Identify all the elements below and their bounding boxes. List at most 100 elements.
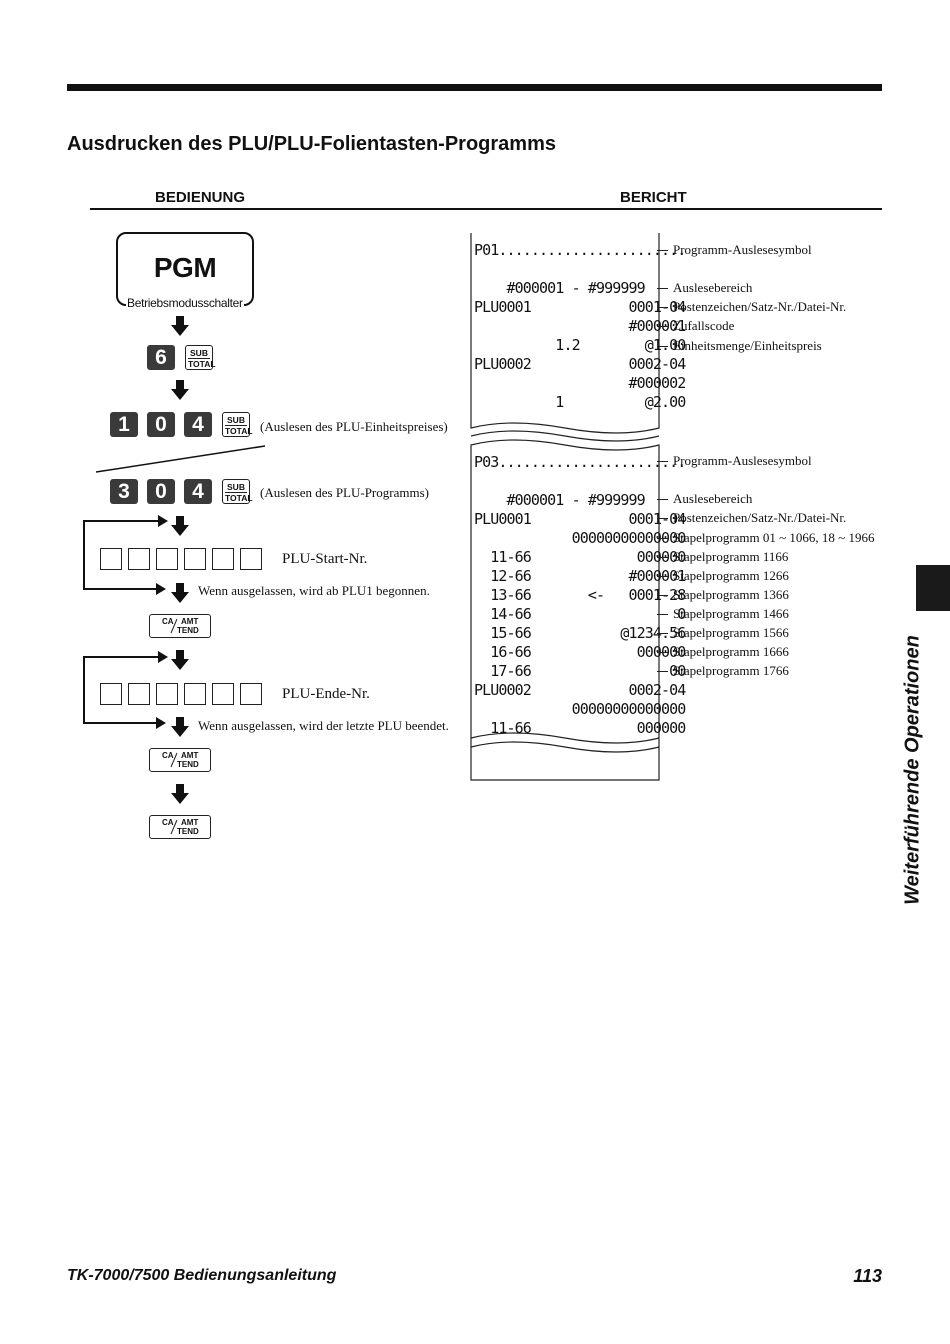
key-0: 0	[147, 479, 175, 504]
leader-line	[657, 652, 668, 653]
mode-switch-box	[116, 232, 254, 306]
subtotal-key: SUB TOTAL	[185, 345, 216, 370]
plu-end-label: PLU-Ende-Nr.	[282, 686, 370, 702]
receipt-line: 11-66 000000	[474, 719, 686, 737]
key-4: 4	[184, 412, 212, 437]
receipt-line: 1 @2.00	[474, 393, 686, 411]
leader-line	[657, 595, 668, 596]
receipt-line: PLU0002 0002-04	[474, 681, 686, 699]
leader-line	[657, 576, 668, 577]
subtotal-key-bottom: TOTAL	[225, 492, 253, 503]
leader-line	[657, 307, 668, 308]
ca-key-amt: AMT	[181, 818, 199, 827]
report-label: Zufallscode	[673, 318, 735, 333]
slash-divider	[170, 819, 178, 835]
ca-key-amt: AMT	[181, 751, 199, 760]
report-label: Stapelprogramm 1466	[673, 606, 789, 621]
mode-switch-label: PGM	[153, 252, 217, 283]
leader-line	[657, 499, 668, 500]
skip-bracket-side	[83, 656, 85, 724]
ca-key-tend: TEND	[177, 760, 199, 769]
key-0: 0	[147, 412, 175, 437]
bracket-arrowhead	[156, 717, 166, 729]
subtotal-key-top: SUB	[190, 348, 208, 358]
ca-amt-tend-key: CA AMT TEND	[149, 748, 211, 772]
down-arrow-icon	[171, 650, 189, 670]
leader-line	[657, 326, 668, 327]
bracket-arrowhead	[158, 515, 168, 527]
report-label: Stapelprogramm 1766	[673, 663, 789, 678]
subtotal-key-bottom: TOTAL	[225, 425, 253, 436]
slash-divider	[170, 752, 178, 768]
report-label: Auslesebereich	[673, 280, 753, 295]
report-label: Einheitsmenge/Einheitspreis	[673, 338, 822, 353]
down-arrow-icon	[171, 316, 189, 336]
key-3: 3	[110, 479, 138, 504]
report-label: Stapelprogramm 1366	[673, 587, 789, 602]
bracket-arrowhead	[158, 651, 168, 663]
report-label: Stapelprogramm 1666	[673, 644, 789, 659]
skip-bracket-bottom	[83, 588, 163, 590]
ca-key-top: CA	[162, 751, 174, 760]
ca-key-top: CA	[162, 617, 174, 626]
receipt-line: 11-66 000000	[474, 548, 686, 566]
receipt-line: 15-66 @1234.56	[474, 624, 686, 642]
ca-key-tend: TEND	[177, 626, 199, 635]
leader-line	[657, 346, 668, 347]
leader-line	[657, 250, 668, 251]
receipt-line: #000001	[474, 317, 686, 335]
skip-bracket-side	[83, 520, 85, 590]
receipt-line: 12-66 #000001	[474, 567, 686, 585]
subtotal-key-bottom: TOTAL	[188, 358, 216, 369]
slash-divider	[170, 618, 178, 634]
subtotal-key: SUB TOTAL	[222, 479, 253, 504]
leader-line	[657, 518, 668, 519]
ca-amt-tend-key: CA AMT TEND	[149, 614, 211, 638]
key-4: 4	[184, 479, 212, 504]
receipt-line: 17-66 00	[474, 662, 686, 680]
report-label: Postenzeichen/Satz-Nr./Datei-Nr.	[673, 299, 847, 314]
receipt-line: 13-66 <- 0001-28	[474, 586, 686, 604]
report-label: Postenzeichen/Satz-Nr./Datei-Nr.	[673, 510, 847, 525]
receipt-line: PLU0002 0002-04	[474, 355, 686, 373]
receipt-paper	[470, 233, 660, 781]
receipt-line: #000001 - #999999	[474, 491, 646, 509]
mode-switch-caption: Betriebsmodusschalter	[126, 296, 244, 310]
ca-key-tend: TEND	[177, 827, 199, 836]
skip-bracket-bottom	[83, 722, 163, 724]
side-tab-marker	[916, 565, 950, 611]
key-6: 6	[147, 345, 175, 370]
plu-end-input-boxes	[100, 683, 265, 705]
receipt-2: P03....................... #000001 - #99…	[474, 453, 687, 738]
leader-line	[657, 614, 668, 615]
end-skip-note: Wenn ausgelassen, wird der letzte PLU be…	[198, 718, 449, 733]
report-label: Stapelprogramm 1166	[673, 549, 789, 564]
down-arrow-icon	[171, 784, 189, 804]
page-number: 113	[853, 1266, 882, 1286]
note-unit-price: (Auslesen des PLU-Einheitspreises)	[260, 419, 448, 434]
report-label: Stapelprogramm 1566	[673, 625, 789, 640]
ca-key-amt: AMT	[181, 617, 199, 626]
subtotal-key-top: SUB	[227, 415, 245, 425]
report-label: Stapelprogramm 1266	[673, 568, 789, 583]
leader-line	[657, 538, 668, 539]
receipt-line: 14-66 0	[474, 605, 686, 623]
leader-line	[657, 557, 668, 558]
receipt-line: 00000000000000	[474, 529, 687, 547]
subtotal-key: SUB TOTAL	[222, 412, 253, 437]
leader-line	[657, 288, 668, 289]
column-heading-operation: BEDIENUNG	[155, 189, 246, 206]
receipt-line: 00000000000000	[474, 700, 687, 718]
start-skip-note: Wenn ausgelassen, wird ab PLU1 begonnen.	[198, 583, 430, 598]
skip-bracket-top	[83, 520, 163, 522]
skip-bracket-top	[83, 656, 163, 658]
report-label: Stapelprogramm 01 ~ 1066, 18 ~ 1966	[673, 530, 875, 545]
receipt-line: 16-66 000000	[474, 643, 686, 661]
side-tab-label: Weiterführende Operationen	[901, 635, 924, 905]
report-label: Programm-Auslesesymbol	[673, 242, 812, 257]
receipt-line: PLU0001 0001-04	[474, 298, 686, 316]
report-label: Auslesebereich	[673, 491, 753, 506]
plu-start-label: PLU-Start-Nr.	[282, 551, 368, 567]
down-arrow-icon	[171, 717, 189, 737]
receipt-line: #000002	[474, 374, 686, 392]
